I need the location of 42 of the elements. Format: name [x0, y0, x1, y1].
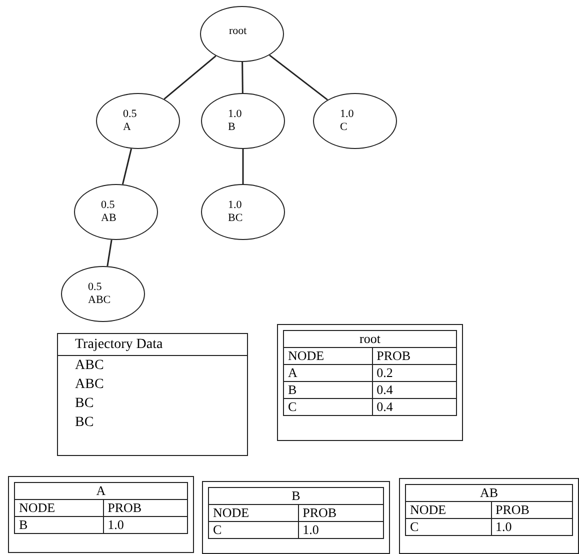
table-title: A [14, 482, 188, 500]
node-name: C [406, 518, 492, 536]
probability-value: 1.0 [298, 522, 384, 538]
table-title: root [284, 330, 456, 348]
connector-line [242, 62, 244, 94]
column-header: NODE [208, 504, 298, 522]
tree-node: 1.0 B [201, 93, 285, 149]
table-title: AB [406, 484, 572, 502]
tree-node: 1.0 C [313, 93, 397, 149]
probability-value: 1.0 [491, 518, 572, 536]
column-header: PROB [372, 348, 456, 364]
node-name: C [284, 398, 372, 416]
table-title: B [208, 488, 384, 504]
probability-value: 0.4 [372, 382, 456, 398]
column-header: NODE [406, 502, 492, 518]
connector-line [269, 54, 328, 100]
node-name: B [284, 382, 372, 398]
connector-line [242, 149, 244, 184]
tree-node: 0.5 A [96, 93, 180, 149]
column-header: NODE [14, 500, 104, 516]
trajectory-entry: BC [74, 395, 94, 413]
tree-node: 1.0 BC [201, 184, 285, 240]
connector-line [122, 148, 132, 185]
trajectory-entry: ABC [74, 357, 104, 375]
column-header: PROB [491, 502, 572, 518]
trajectory-entry: ABC [74, 376, 104, 394]
tree-node: 0.5 AB [74, 184, 158, 240]
probability-value: 0.4 [372, 398, 456, 416]
column-header: PROB [103, 500, 188, 516]
connector-line [164, 55, 216, 100]
node-name: C [208, 522, 298, 538]
probability-value: 0.2 [372, 364, 456, 382]
node-name: A [284, 364, 372, 382]
column-header: PROB [298, 504, 384, 522]
panel-heading: Trajectory Data [58, 334, 247, 356]
connector-line [106, 240, 112, 266]
column-header: NODE [284, 348, 372, 364]
tree-node: 0.5 ABC [61, 266, 145, 322]
node-name: B [14, 516, 104, 534]
probability-value: 1.0 [103, 516, 188, 534]
tree-node: root [200, 6, 284, 62]
trajectory-entry: BC [74, 414, 94, 432]
